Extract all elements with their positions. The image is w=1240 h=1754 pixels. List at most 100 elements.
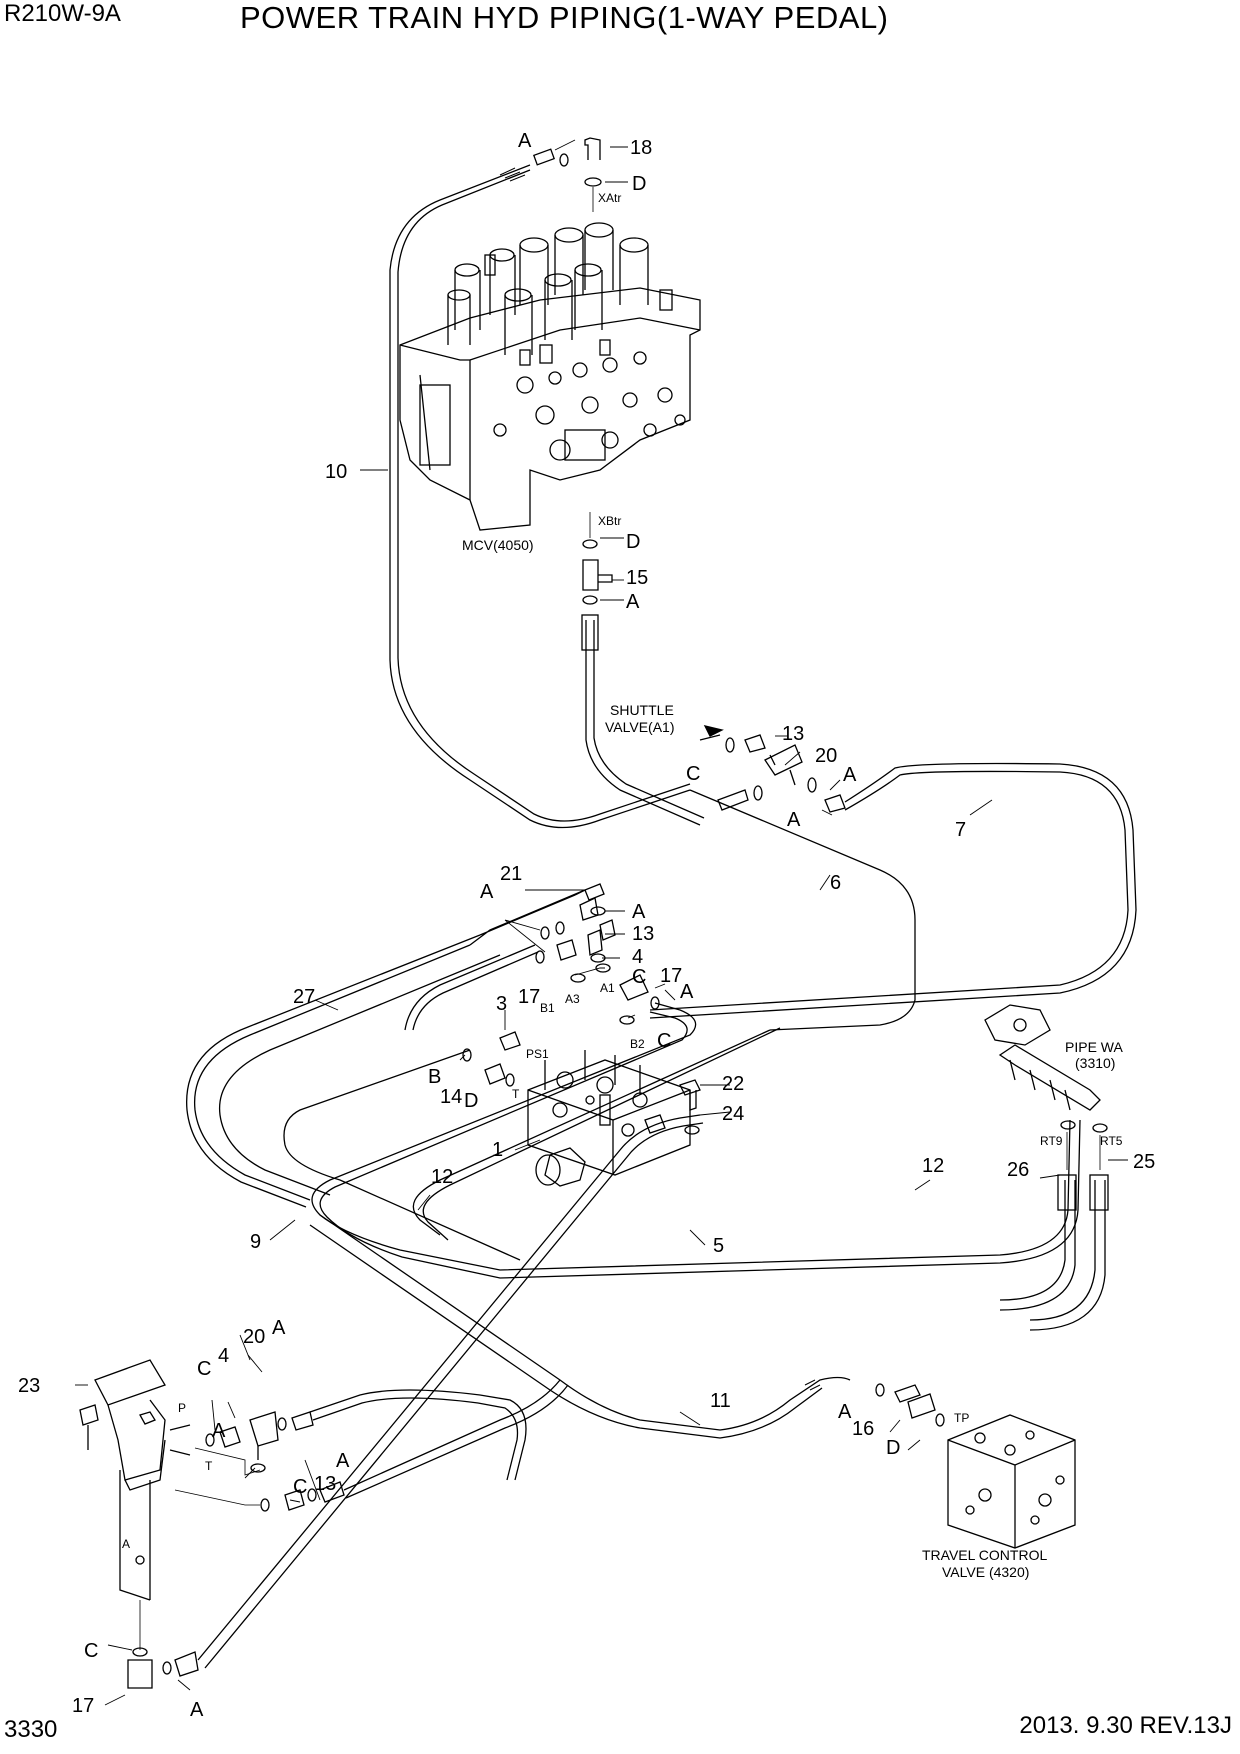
callout: 14 xyxy=(440,1086,462,1108)
callout: 7 xyxy=(955,819,966,841)
callout: C xyxy=(197,1358,211,1380)
callout: 11 xyxy=(710,1390,731,1412)
callout: A xyxy=(680,981,694,1003)
callout: 3 xyxy=(496,993,507,1015)
callout: D xyxy=(632,173,646,195)
callout: C xyxy=(632,966,646,988)
callout: A xyxy=(843,764,857,786)
callout: 20 xyxy=(815,745,837,767)
travel-valve-label-2: VALVE (4320) xyxy=(942,1564,1029,1580)
hose-7 xyxy=(649,770,1129,1011)
port-t2: T xyxy=(205,1459,213,1473)
callout: C xyxy=(657,1030,671,1052)
callout: 1 xyxy=(492,1139,503,1161)
callout: 12 xyxy=(431,1166,453,1188)
callout: 6 xyxy=(830,872,841,894)
callout: C xyxy=(686,763,700,785)
callout: 25 xyxy=(1133,1151,1155,1173)
hose-5 xyxy=(412,1029,771,1236)
pipe-wa xyxy=(984,1004,1108,1133)
callout: 20 xyxy=(243,1326,265,1348)
callout: 23 xyxy=(18,1375,40,1397)
callout: A xyxy=(272,1317,286,1339)
port-ps1: PS1 xyxy=(526,1047,549,1061)
pipe-wa-label-1: PIPE WA xyxy=(1065,1039,1123,1055)
pipe-wa-label-2: (3310) xyxy=(1075,1055,1115,1071)
port-rt5: RT5 xyxy=(1100,1134,1123,1148)
component-labels: MCV(4050) SHUTTLE VALVE(A1) PIPE WA (331… xyxy=(462,537,1123,1580)
callout: D xyxy=(464,1090,478,1112)
port-labels: XAtr XBtr B1 A3 A1 B2 PS1 T RT9 RT5 TP P… xyxy=(122,191,1123,1551)
hose-9 xyxy=(197,1114,701,1661)
revision-date: 2013. 9.30 REV.13J xyxy=(1019,1712,1232,1739)
callout: A xyxy=(480,881,494,903)
callout: 12 xyxy=(922,1155,944,1177)
port-b2: B2 xyxy=(630,1037,645,1051)
callout: 15 xyxy=(626,567,648,589)
port-tp: TP xyxy=(954,1411,969,1425)
callout: 5 xyxy=(713,1235,724,1257)
fitting-18 xyxy=(559,137,602,187)
hose-11 xyxy=(319,1214,851,1431)
port-a1: A1 xyxy=(600,981,615,995)
callout: 27 xyxy=(293,986,315,1008)
center-fittings xyxy=(462,883,660,1087)
callout: A xyxy=(518,130,532,152)
callout: C xyxy=(84,1640,98,1662)
port-t: T xyxy=(512,1087,520,1101)
port-p: P xyxy=(178,1401,186,1415)
callout: 4 xyxy=(632,946,643,968)
page-title: POWER TRAIN HYD PIPING(1-WAY PEDAL) xyxy=(240,0,889,35)
port-rt9: RT9 xyxy=(1040,1134,1063,1148)
mcv-label: MCV(4050) xyxy=(462,537,534,553)
travel-control-valve xyxy=(947,1414,1076,1549)
port-xbtr: XBtr xyxy=(598,514,621,528)
callout: A xyxy=(838,1401,852,1423)
callout: C xyxy=(293,1476,307,1498)
callout: 22 xyxy=(722,1073,744,1095)
callout: 17 xyxy=(518,986,540,1008)
callout: 17 xyxy=(72,1695,94,1717)
callout: D xyxy=(886,1437,900,1459)
hose-12 xyxy=(311,1002,1071,1271)
callout: 13 xyxy=(632,923,654,945)
callout-labels: 18 A D 10 D 15 A 13 20 C A A 7 6 21 A A … xyxy=(18,130,1155,1721)
hose-xbtr xyxy=(585,620,701,826)
callout: A xyxy=(212,1420,226,1442)
hose-21 xyxy=(469,889,586,946)
callout: A xyxy=(626,591,640,613)
callout: A xyxy=(336,1450,350,1472)
callout: 10 xyxy=(325,461,347,483)
callout: A xyxy=(787,809,801,831)
port-b1: B1 xyxy=(540,1001,555,1015)
callout: 21 xyxy=(500,863,522,885)
travel-valve-label-1: TRAVEL CONTROL xyxy=(922,1547,1047,1563)
pedal-assembly xyxy=(79,1359,191,1601)
callout: 17 xyxy=(660,965,682,987)
hose-27 xyxy=(193,944,471,1201)
callout: 9 xyxy=(250,1231,261,1253)
model-code: R210W-9A xyxy=(4,0,121,27)
callout: 18 xyxy=(630,137,652,159)
hose-6 xyxy=(689,789,916,1031)
callout: D xyxy=(626,531,640,553)
shuttle-label-2: VALVE(A1) xyxy=(605,719,675,735)
callout: B xyxy=(428,1066,441,1088)
callout: 13 xyxy=(782,723,804,745)
callout: A xyxy=(632,901,646,923)
callout: 4 xyxy=(218,1345,229,1367)
callout: A xyxy=(190,1699,204,1721)
shuttle-fittings xyxy=(699,725,846,813)
page-number: 3330 xyxy=(4,1716,58,1743)
port-a-pedal: A xyxy=(122,1537,130,1551)
callout: 24 xyxy=(722,1103,744,1125)
shuttle-label-1: SHUTTLE xyxy=(610,702,674,718)
port-a3: A3 xyxy=(565,992,580,1006)
port-xatr: XAtr xyxy=(598,191,621,205)
callout: 26 xyxy=(1007,1159,1029,1181)
mcv-block xyxy=(399,222,701,531)
callout: 13 xyxy=(314,1473,336,1495)
callout: 16 xyxy=(852,1418,874,1440)
hose-10 xyxy=(389,164,691,829)
